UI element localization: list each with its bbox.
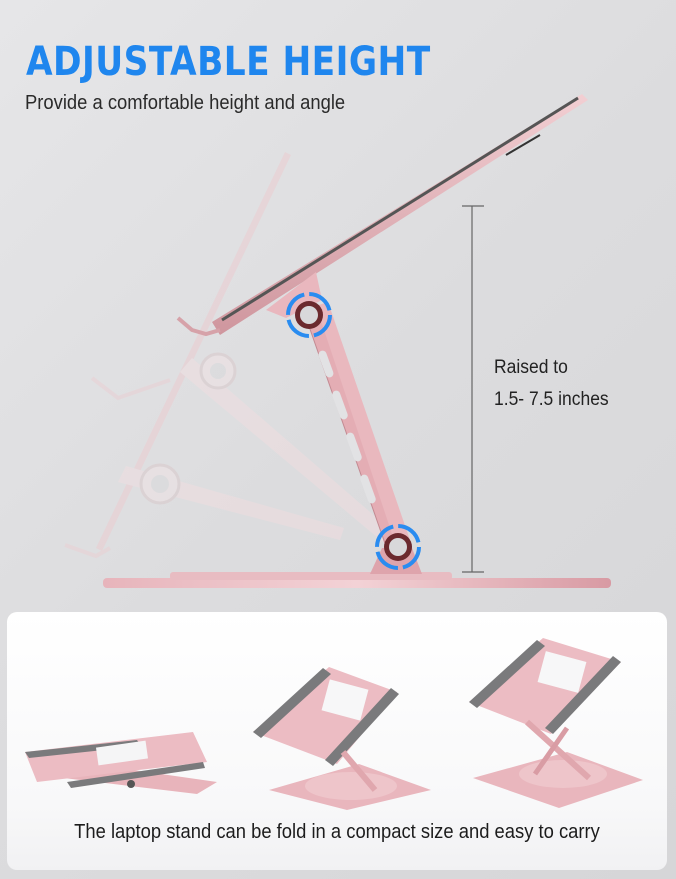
ghost-stand-position: [64, 152, 400, 559]
folding-demo-panel: The laptop stand can be fold in a compac…: [7, 612, 667, 870]
headline-title: ADJUSTABLE HEIGHT: [26, 39, 431, 85]
height-range-line2: 1.5- 7.5 inches: [494, 389, 609, 410]
rotate-hinge-icon-bottom: [375, 524, 421, 570]
folding-caption: The laptop stand can be fold in a compac…: [74, 821, 600, 843]
height-range-label: Raised to 1.5- 7.5 inches: [494, 352, 609, 416]
stand-variants-illustration: [25, 638, 643, 810]
product-hero-illustration: [64, 94, 611, 588]
stand-variant-raised: [469, 638, 643, 808]
stand-variant-folded: [25, 732, 217, 794]
stand-variant-medium: [253, 667, 431, 810]
height-range-line1: Raised to: [494, 357, 568, 378]
headline-subtitle: Provide a comfortable height and angle: [25, 92, 346, 114]
rotate-hinge-icon-top: [286, 292, 332, 338]
height-dimension-line: [462, 205, 484, 573]
laptop-stand-main: [103, 94, 611, 588]
